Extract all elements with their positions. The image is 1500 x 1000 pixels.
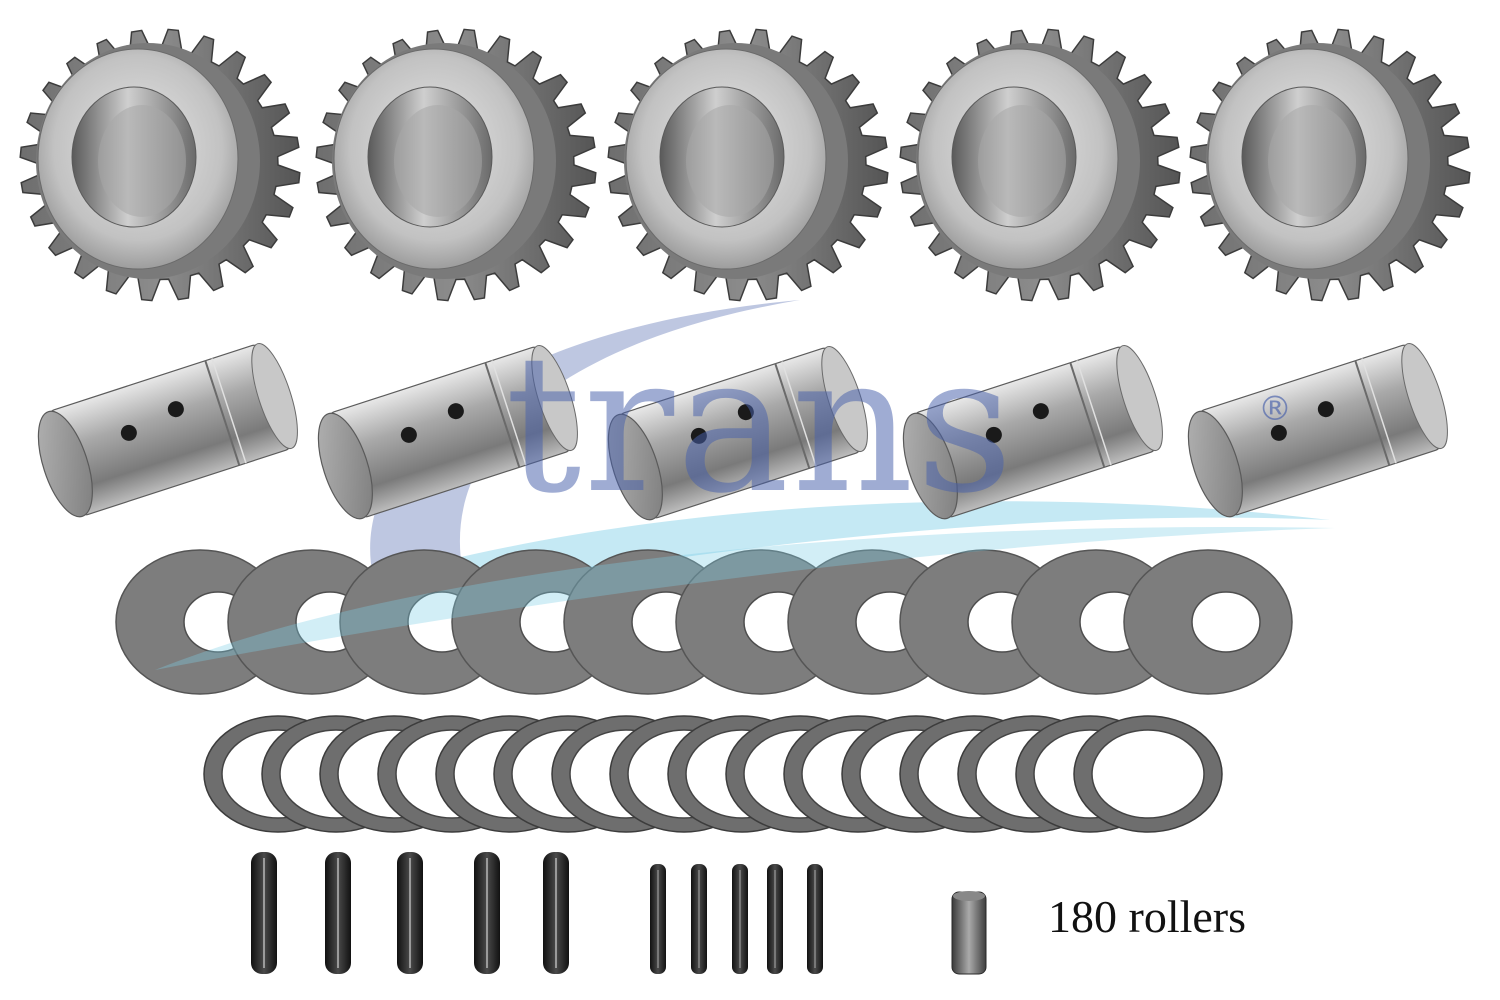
planet-gear [607, 28, 889, 302]
small-washer-row [203, 715, 1223, 833]
spring-pin-large [251, 852, 277, 974]
planet-pin [37, 342, 298, 518]
planet-pin [1187, 342, 1448, 518]
spring-pin-small [732, 864, 748, 974]
large-washer-row [115, 549, 1293, 695]
planet-pin [317, 344, 578, 520]
planet-gear [315, 28, 597, 302]
planet-gear [19, 28, 301, 302]
spring-pin-large [474, 852, 500, 974]
planet-pin [902, 344, 1163, 520]
spring-pin-small [650, 864, 666, 974]
spring-pin-large [543, 852, 569, 974]
planet-gear [1189, 28, 1471, 302]
gear-row [19, 28, 1471, 302]
spring-pin-small [807, 864, 823, 974]
roller [951, 891, 987, 975]
spring-pin-large [325, 852, 351, 974]
rollers-caption: 180 rollers [1048, 891, 1247, 942]
spring-pin-large [397, 852, 423, 974]
registered-mark: ® [1258, 389, 1292, 429]
planet-gear [899, 28, 1181, 302]
spring-pin-small [691, 864, 707, 974]
thrust-washer-large [1123, 549, 1293, 695]
planet-pin [607, 345, 868, 521]
spring-pin-row [251, 852, 823, 974]
watermark-swoosh-overlay [155, 527, 1335, 670]
thrust-washer-small [1073, 715, 1223, 833]
spring-pin-small [767, 864, 783, 974]
watermark-logo-text: trans [505, 314, 1016, 535]
pin-row [37, 342, 1448, 521]
